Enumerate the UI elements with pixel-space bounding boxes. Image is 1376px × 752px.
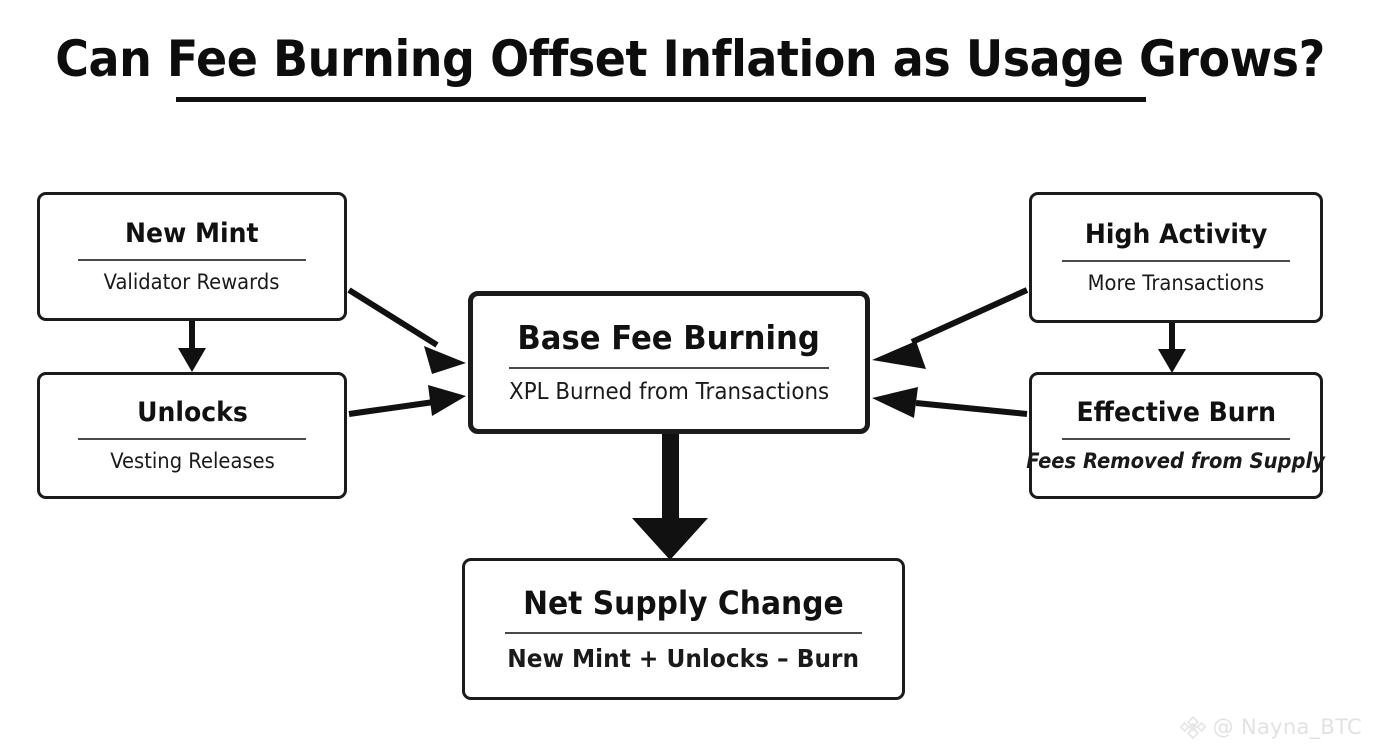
node-new-mint-divider <box>78 259 306 261</box>
page-title-text: Can Fee Burning Offset Inflation as Usag… <box>55 30 1325 88</box>
node-net-supply-change-title: Net Supply Change <box>523 584 844 622</box>
node-new-mint[interactable]: New Mint Validator Rewards <box>37 192 347 321</box>
node-effective-burn-divider <box>1062 438 1290 440</box>
edge-new-mint-to-unlocks <box>178 321 206 372</box>
watermark: @ Nayna_BTC <box>1179 714 1362 740</box>
node-high-activity-title: High Activity <box>1084 219 1268 250</box>
node-net-supply-change[interactable]: Net Supply Change New Mint + Unlocks – B… <box>462 558 905 700</box>
node-effective-burn-title: Effective Burn <box>1076 397 1276 428</box>
edge-high-activity-to-effective-burn <box>1158 323 1186 373</box>
node-unlocks[interactable]: Unlocks Vesting Releases <box>37 372 347 499</box>
diamond-logo-icon <box>1179 715 1206 740</box>
node-base-fee-burning-subtitle: XPL Burned from Transactions <box>508 379 830 405</box>
node-unlocks-subtitle: Vesting Releases <box>109 449 275 473</box>
edge-effective-burn-to-base-fee <box>872 387 1028 418</box>
node-net-supply-change-divider <box>505 632 862 634</box>
node-effective-burn-subtitle: Fees Removed from Supply <box>1026 449 1326 473</box>
node-high-activity-divider <box>1062 260 1290 262</box>
watermark-handle: @ Nayna_BTC <box>1212 715 1362 739</box>
node-unlocks-title: Unlocks <box>136 397 248 428</box>
edge-unlocks-to-base-fee <box>348 385 466 417</box>
node-base-fee-burning-divider <box>509 367 829 369</box>
title-underline-rule <box>176 97 1146 102</box>
edge-base-fee-to-net-supply <box>632 432 708 560</box>
node-new-mint-title: New Mint <box>125 218 259 249</box>
node-high-activity-subtitle: More Transactions <box>1087 271 1265 295</box>
node-base-fee-burning-title: Base Fee Burning <box>517 318 821 357</box>
node-base-fee-burning[interactable]: Base Fee Burning XPL Burned from Transac… <box>468 291 870 434</box>
page-title: Can Fee Burning Offset Inflation as Usag… <box>0 30 1376 88</box>
node-net-supply-change-subtitle: New Mint + Unlocks – Burn <box>507 644 860 673</box>
edge-new-mint-to-base-fee <box>347 287 466 374</box>
node-new-mint-subtitle: Validator Rewards <box>104 270 280 294</box>
node-effective-burn[interactable]: Effective Burn Fees Removed from Supply <box>1026 372 1326 499</box>
node-high-activity[interactable]: High Activity More Transactions <box>1029 192 1323 323</box>
node-unlocks-divider <box>78 438 306 440</box>
edge-high-activity-to-base-fee <box>872 287 1029 369</box>
